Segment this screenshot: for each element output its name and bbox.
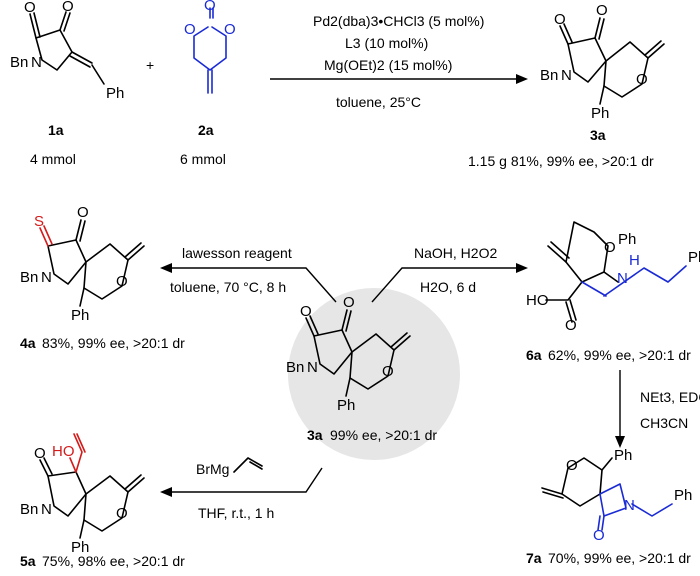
atom-ph: Ph (674, 487, 692, 504)
atom-ph: Ph (71, 307, 89, 324)
arrow-to-4a (168, 267, 337, 303)
compound-3a-result: 1.15 g 81%, 99% ee, >20:1 dr (468, 153, 654, 169)
atom-n: N (561, 67, 572, 84)
arrowhead (516, 263, 528, 273)
atom-o: O (300, 303, 312, 320)
arrowhead (516, 74, 528, 84)
atom-ph: Ph (71, 539, 89, 556)
highlight-circle (288, 288, 460, 460)
atom-n: N (624, 497, 635, 514)
compound-1a-label: 1a (48, 122, 64, 138)
compound-2a-amount: 6 mmol (180, 151, 226, 167)
atom-o: O (184, 21, 196, 38)
compound-1a-structure: O O Bn N Ph (10, 0, 124, 102)
atom-o: O (382, 363, 394, 380)
compound-3a-label: 3a (590, 127, 606, 143)
atom-o: O (116, 273, 128, 290)
atom-o: O (604, 239, 616, 256)
compound-6a-result: 62%, 99% ee, >20:1 dr (548, 347, 691, 363)
compound-6a-structure: O Ph HO O N H Ph (526, 221, 700, 334)
conditions-text: toluene, 25°C (336, 94, 421, 110)
conditions-5a: THF, r.t., 1 h (198, 505, 274, 521)
atom-h: H (629, 252, 640, 269)
atom-ph: Ph (618, 231, 636, 248)
atom-ph: Ph (688, 249, 700, 266)
compound-3a-structure: O O Bn N O Ph (540, 2, 665, 122)
atom-ph: Ph (591, 105, 609, 122)
arrowhead (615, 436, 625, 448)
atom-bn: Bn (10, 54, 28, 71)
compound-5a-label: 5a (20, 553, 36, 569)
arrow-to-6a (371, 267, 520, 303)
atom-o: O (77, 204, 89, 221)
atom-o: O (596, 2, 608, 19)
atom-o: O (554, 11, 566, 28)
atom-ho: HO (526, 292, 549, 309)
atom-o: O (62, 0, 74, 15)
atom-n: N (41, 501, 52, 518)
atom-ph: Ph (106, 85, 124, 102)
arrowhead (160, 263, 172, 273)
atom-o: O (636, 71, 648, 88)
compound-5a-result: 75%, 98% ee, >20:1 dr (42, 553, 185, 569)
atom-ph: Ph (614, 447, 632, 464)
compound-3a-center-label: 3a (307, 427, 323, 443)
reagent-lawesson: lawesson reagent (182, 245, 292, 261)
atom-bn: Bn (20, 269, 38, 286)
atom-n: N (307, 359, 318, 376)
atom-o: O (224, 21, 236, 38)
compound-1a-amount: 4 mmol (30, 151, 76, 167)
atom-n: N (31, 54, 42, 71)
compound-7a-structure: O Ph N O Ph (541, 447, 692, 544)
plus-sign: + (146, 57, 154, 73)
arrowhead (160, 487, 172, 497)
conditions-6a: H2O, 6 d (420, 279, 476, 295)
atom-o: O (566, 457, 578, 474)
atom-o: O (34, 445, 46, 462)
additive-text: Mg(OEt)2 (15 mol%) (324, 57, 452, 73)
conditions-4a: toluene, 70 °C, 8 h (170, 279, 286, 295)
atom-n: N (41, 269, 52, 286)
atom-ph: Ph (337, 397, 355, 414)
atom-n: N (617, 270, 628, 287)
compound-6a-label: 6a (526, 347, 542, 363)
atom-bn: Bn (286, 359, 304, 376)
compound-2a-structure: O O O (184, 0, 236, 94)
compound-3a-center-result: 99% ee, >20:1 dr (330, 427, 437, 443)
arrow-to-5a (168, 467, 323, 493)
reagent-naoh: NaOH, H2O2 (414, 245, 497, 261)
solvent-ch3cn: CH3CN (640, 415, 688, 431)
atom-o: O (343, 294, 355, 311)
compound-7a-result: 70%, 99% ee, >20:1 dr (548, 550, 691, 566)
compound-7a-label: 7a (526, 550, 542, 566)
compound-4a-structure: S O Bn N O Ph (20, 204, 145, 324)
atom-o: O (593, 527, 605, 544)
atom-o: O (24, 0, 36, 16)
atom-o: O (204, 0, 216, 14)
compound-4a-label: 4a (20, 335, 36, 351)
atom-bn: Bn (540, 67, 558, 84)
compound-4a-result: 83%, 99% ee, >20:1 dr (42, 335, 185, 351)
ligand-text: L3 (10 mol%) (345, 35, 428, 51)
atom-o: O (565, 317, 577, 334)
reagent-brmg: BrMg (196, 461, 229, 477)
atom-o: O (116, 505, 128, 522)
catalyst-text: Pd2(dba)3•CHCl3 (5 mol%) (313, 13, 484, 29)
vinyl-fragment (233, 457, 263, 473)
atom-ho: HO (52, 443, 75, 460)
compound-3a-center-structure: O O Bn N O Ph (286, 294, 411, 414)
reagent-net3: NEt3, EDCI (640, 389, 700, 405)
atom-bn: Bn (20, 501, 38, 518)
compound-5a-structure: O HO Bn N O Ph (20, 433, 145, 556)
compound-2a-label: 2a (198, 122, 214, 138)
atom-s: S (34, 213, 44, 230)
